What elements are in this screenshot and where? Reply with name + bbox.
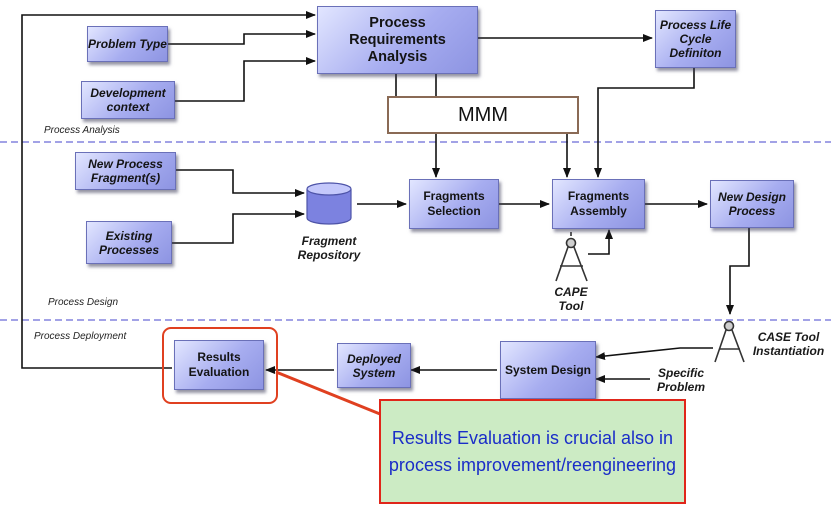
- existing-processes-label: Existing Processes: [98, 228, 160, 257]
- process-requirements-analysis-node: Process Requirements Analysis: [317, 6, 478, 74]
- arrow-case-to-system-design: [595, 347, 713, 361]
- existing-processes-node: Existing Processes: [86, 221, 172, 264]
- deployed-system-label: Deployed System: [346, 351, 401, 380]
- arrow-existing-to-repository: [172, 210, 305, 244]
- new-process-fragments-label: New Process Fragment(s): [88, 157, 163, 185]
- problem-type-label: Problem Type: [88, 37, 167, 51]
- feedback-loop-arrow: [21, 11, 316, 369]
- case-compass-icon: [714, 320, 745, 363]
- problem-type-node: Problem Type: [87, 26, 168, 62]
- mmm-label: MMM: [458, 103, 508, 126]
- results-evaluation-highlight: [162, 327, 278, 404]
- development-context-label: Development context: [90, 86, 166, 114]
- results-evaluation-node: Results Evaluation: [174, 340, 264, 390]
- fragments-selection-label: Fragments Selection: [423, 189, 485, 218]
- fragments-assembly-label: Fragments Assembly: [567, 189, 630, 218]
- arrow-cape-to-assembly: [588, 229, 613, 255]
- process-requirements-analysis-label: Process Requirements Analysis: [349, 14, 446, 65]
- new-design-process-node: New Design Process: [710, 180, 794, 228]
- section-process-deployment: Process Deployment: [34, 331, 127, 342]
- cape-compass-icon: [555, 232, 588, 282]
- deployed-system-node: Deployed System: [337, 343, 411, 388]
- fragments-selection-node: Fragments Selection: [409, 179, 499, 229]
- callout-text: Results Evaluation is crucial also in pr…: [388, 427, 677, 475]
- section-process-design: Process Design: [48, 297, 119, 308]
- arrow-new-fragments-to-repository: [176, 169, 305, 197]
- arrow-problem-type: [168, 30, 316, 45]
- database-icon: [306, 182, 352, 225]
- specific-problem-label: Specific Problem: [656, 366, 705, 394]
- fragment-repository-label: Fragment Repository: [297, 234, 361, 262]
- fragments-assembly-node: Fragments Assembly: [552, 179, 645, 229]
- new-process-fragments-node: New Process Fragment(s): [75, 152, 176, 190]
- development-context-node: Development context: [81, 81, 175, 119]
- new-design-process-label: New Design Process: [717, 190, 786, 218]
- system-design-label: System Design: [504, 362, 592, 377]
- mmm-box: MMM: [387, 96, 579, 134]
- case-tool-instantiation-label: CASE Tool Instantiation: [752, 330, 825, 358]
- callout-box: Results Evaluation is crucial also in pr…: [379, 399, 686, 504]
- arrow-new-design-to-case: [726, 228, 750, 315]
- cape-tool-label: CAPE Tool: [554, 285, 588, 313]
- callout-pointer: [275, 370, 381, 416]
- results-evaluation-label: Results Evaluation: [188, 350, 250, 379]
- arrow-plcd-to-assembly: [594, 68, 695, 178]
- process-life-cycle-definition-node: Process Life Cycle Definiton: [655, 10, 736, 68]
- section-process-analysis: Process Analysis: [44, 125, 120, 136]
- system-design-node: System Design: [500, 341, 596, 399]
- arrow-development-context: [175, 57, 316, 102]
- process-life-cycle-definition-label: Process Life Cycle Definiton: [659, 18, 732, 60]
